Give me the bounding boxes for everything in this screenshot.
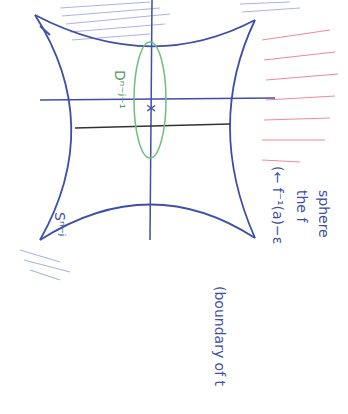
handwritten-label: Sⁿ⁻ʲ — [52, 212, 68, 236]
green-disk — [134, 42, 166, 158]
handwritten-label: Dⁿ⁻ʲ⁻¹ — [112, 70, 128, 109]
level-line — [75, 124, 230, 128]
handwritten-label: (← f⁻¹(a)−ε — [270, 166, 286, 244]
handwritten-label: the f — [294, 190, 310, 222]
hyperbolic-boundary — [35, 15, 255, 240]
handwritten-label: (boundary of t — [212, 286, 228, 386]
red-hatching — [262, 30, 338, 162]
blue-hatching — [20, 2, 300, 280]
axes — [40, 0, 275, 240]
handwritten-label: sphere — [316, 190, 332, 238]
handwritten-label: x — [144, 104, 160, 112]
